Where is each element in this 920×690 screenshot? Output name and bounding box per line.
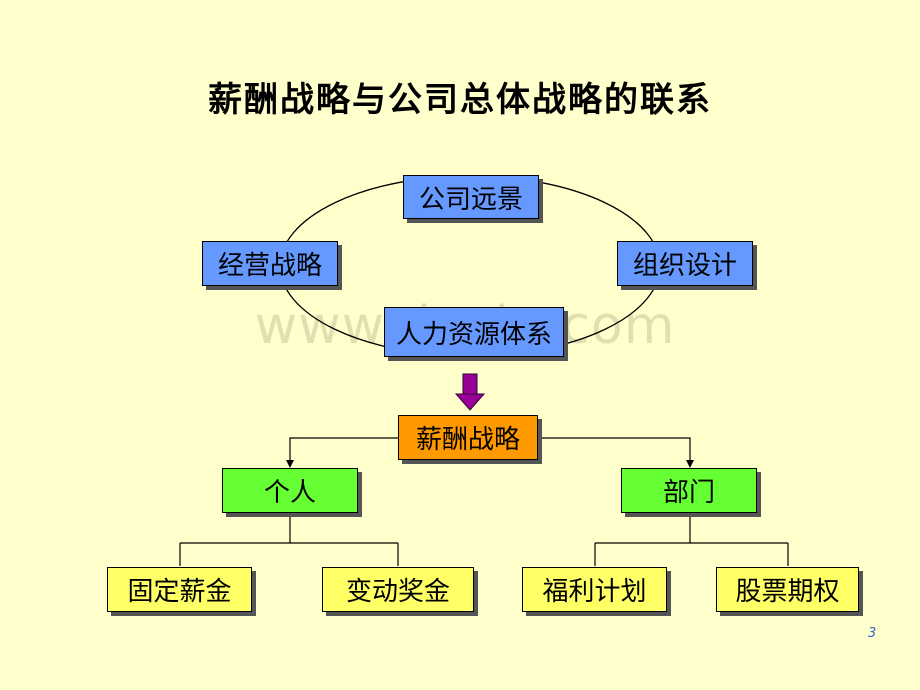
node-hr-system: 人力资源体系 <box>384 307 564 357</box>
node-fixed-salary: 固定薪金 <box>107 567 252 612</box>
connector-strategy-left <box>289 437 398 462</box>
down-arrow-icon <box>454 373 486 411</box>
node-department: 部门 <box>621 468 757 513</box>
node-benefits-plan: 福利计划 <box>522 567 667 612</box>
node-stock-options: 股票期权 <box>716 567 859 612</box>
page-number: 3 <box>868 626 877 641</box>
page-title: 薪酬战略与公司总体战略的联系 <box>208 80 712 120</box>
node-company-vision: 公司远景 <box>403 175 539 219</box>
node-individual: 个人 <box>222 468 358 513</box>
node-compensation-strategy: 薪酬战略 <box>398 415 538 460</box>
node-variable-bonus: 变动奖金 <box>322 567 474 612</box>
connector-strategy-right <box>538 437 691 462</box>
node-business-strategy: 经营战略 <box>202 241 338 286</box>
node-org-design: 组织设计 <box>617 241 753 286</box>
